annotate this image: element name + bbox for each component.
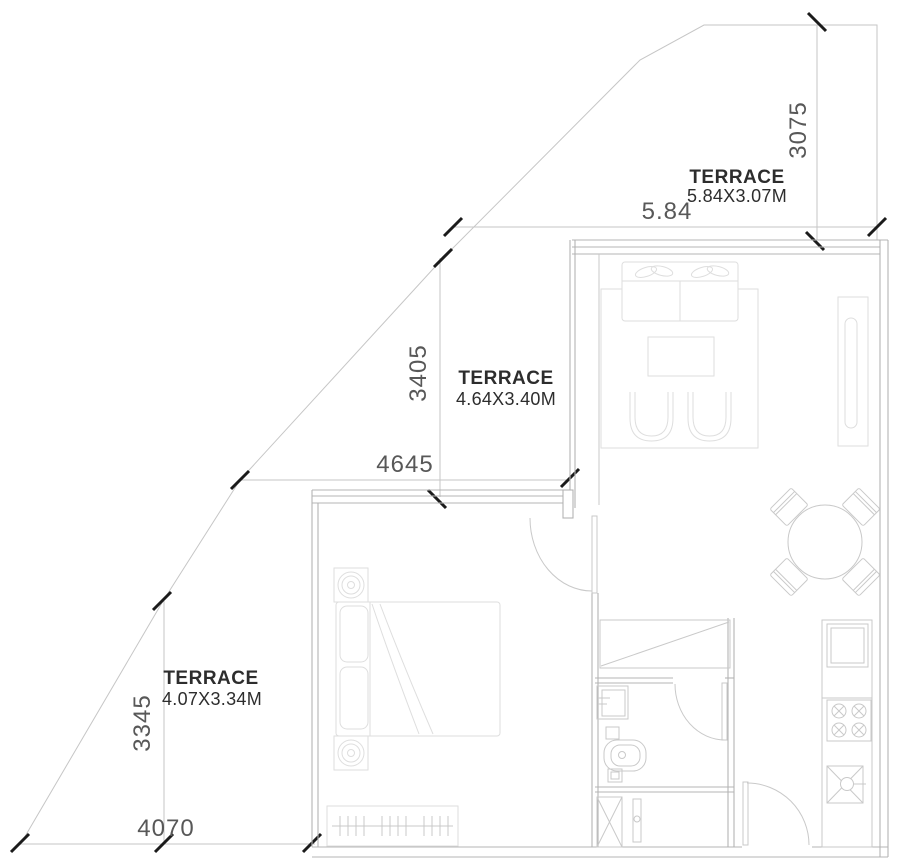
dim-text-terrace3-width: 4070	[137, 815, 194, 842]
service-shaft	[596, 796, 623, 848]
terrace3-name: TERRACE	[163, 668, 258, 689]
bathroom-door-swing-arc	[674, 683, 726, 741]
dining-chair-sw	[770, 558, 808, 596]
coffee-table	[647, 336, 715, 377]
bathroom	[596, 685, 647, 783]
dim-text-terrace1-depth: 3075	[785, 101, 812, 158]
armchair-left	[629, 392, 674, 442]
kitchen-sink	[826, 765, 866, 804]
dim-text-terrace2-depth: 3405	[405, 344, 432, 401]
terrace2-name: TERRACE	[458, 368, 553, 389]
interior-walls	[591, 593, 735, 847]
pillow-top	[339, 605, 369, 663]
dining-set	[770, 488, 880, 596]
sofa-leaf-decor	[634, 265, 730, 278]
bedroom-door-swing-arc	[529, 517, 593, 592]
nightstand-bottom	[333, 735, 369, 771]
dining-chair-ne	[842, 488, 880, 526]
closet	[599, 619, 731, 669]
nightstand-top	[333, 567, 369, 603]
terrace3-size: 4.07X3.34M	[162, 689, 262, 709]
terrace1-name: TERRACE	[689, 167, 784, 188]
dining-table	[787, 504, 863, 580]
blanket-fold	[371, 603, 420, 735]
entry-door-swing-arc	[746, 782, 810, 846]
entry-hall	[596, 796, 642, 848]
dimension-ticks	[9, 11, 888, 854]
terrace1-size: 5.84X3.07M	[687, 186, 787, 206]
fridge	[826, 623, 869, 668]
armchair-right	[687, 392, 732, 442]
stove-burners	[831, 703, 867, 738]
entry-door	[742, 781, 810, 846]
dim-text-terrace3-depth: 3345	[129, 694, 156, 751]
exterior-walls	[311, 239, 889, 858]
tv-console	[837, 296, 869, 447]
bed	[335, 601, 501, 737]
bathroom-door-leaf	[721, 682, 728, 741]
bedroom-door	[529, 515, 598, 594]
living-room	[600, 261, 869, 449]
dimension-lines	[163, 25, 877, 844]
terrace2-size: 4.64X3.40M	[456, 389, 556, 409]
pillow-bottom	[339, 666, 369, 730]
dining-chair-nw	[770, 488, 808, 526]
sofa	[621, 261, 739, 322]
bedroom	[326, 567, 501, 847]
terrace-labels: TERRACE 5.84X3.07M TERRACE 4.64X3.40M TE…	[162, 167, 787, 709]
hall-door-leaf	[632, 798, 642, 843]
bathroom-sink	[596, 685, 629, 720]
dim-text-terrace1-width: 5.84	[642, 198, 693, 225]
dim-text-terrace2-width: 4645	[376, 451, 433, 478]
bedroom-door-leaf	[591, 515, 598, 594]
dimension-labels: 5.84 3075 3405 4645 3345 4070	[129, 101, 812, 842]
entry-door-leaf	[742, 781, 749, 846]
hangers	[339, 816, 449, 836]
dining-chair-se	[842, 558, 880, 596]
kitchen-stove	[826, 699, 872, 742]
kitchen-counter	[821, 619, 873, 848]
kitchen	[821, 619, 873, 848]
wardrobe	[326, 805, 459, 847]
bathroom-door	[674, 682, 728, 741]
plot-boundary	[18, 24, 878, 846]
toilet	[603, 726, 647, 783]
